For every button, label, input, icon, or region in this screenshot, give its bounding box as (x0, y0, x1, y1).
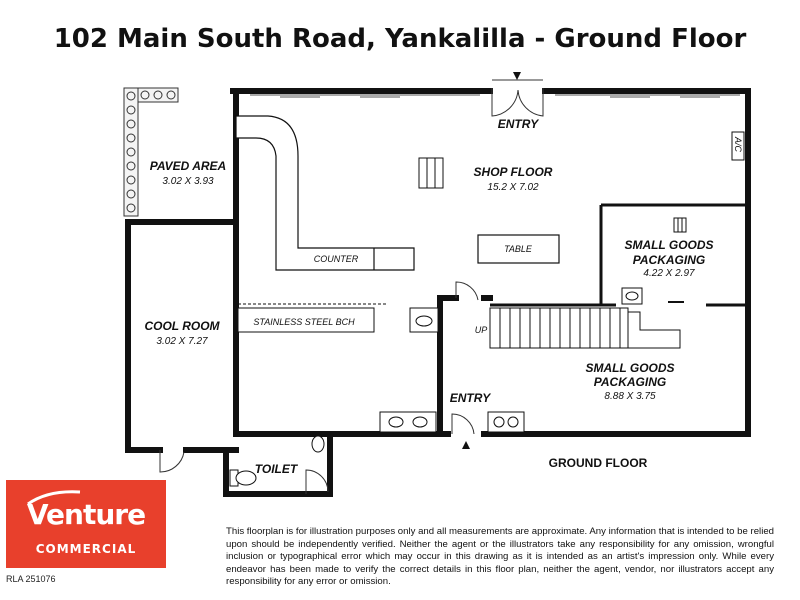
entry-arrow-top (513, 72, 521, 80)
shop-floor-dims: 15.2 X 7.02 (487, 182, 539, 193)
venture-commercial-logo: Venture COMMERCIAL (6, 480, 166, 568)
paved-area-label: PAVED AREA (150, 159, 226, 173)
small-goods-1-label-1: SMALL GOODS (624, 238, 713, 252)
ac-unit (731, 131, 745, 161)
entry-doors-top (491, 79, 544, 117)
small-goods-2-label-1: SMALL GOODS (585, 361, 674, 375)
stairs-up-label: UP (475, 325, 488, 335)
counter-label: COUNTER (314, 254, 359, 264)
small-goods-2-label-2: PACKAGING (594, 375, 666, 389)
counter (235, 115, 415, 271)
cool-room-label: COOL ROOM (144, 319, 220, 333)
table (477, 234, 560, 264)
entry-top-label: ENTRY (498, 117, 539, 131)
display-rack (418, 157, 687, 233)
toilet-fixture (229, 469, 257, 487)
paved-area-dims: 3.02 X 3.93 (162, 176, 214, 187)
logo-word: Venture (26, 498, 146, 531)
stainless-bench-label: STAINLESS STEEL BCH (253, 317, 355, 327)
partitions (490, 203, 748, 307)
cool-room-dims: 3.02 X 7.27 (156, 336, 208, 347)
small-goods-2-dims: 8.88 X 3.75 (604, 391, 656, 402)
stainless-bench (237, 303, 386, 333)
entry-bottom-label: ENTRY (450, 391, 491, 405)
shop-floor-label: SHOP FLOOR (474, 165, 553, 179)
entry-arrow-bottom (462, 441, 470, 449)
rla-number: RLA 251076 (6, 574, 56, 584)
logo-swoosh-icon (27, 490, 81, 506)
windows (250, 94, 740, 98)
interior-doors (159, 281, 684, 494)
page-title: 102 Main South Road, Yankalilla - Ground… (53, 24, 747, 54)
small-goods-1-label-2: PACKAGING (633, 253, 705, 267)
ground-floor-label: GROUND FLOOR (549, 456, 648, 470)
ac-label: A/C (733, 136, 743, 153)
small-goods-1-dims: 4.22 X 2.97 (643, 268, 695, 279)
garden-hedge (123, 87, 179, 217)
logo-sub: COMMERCIAL (35, 542, 137, 556)
sinks (311, 287, 643, 453)
table-label: TABLE (504, 244, 533, 254)
walls (125, 88, 751, 497)
stairs (489, 307, 681, 349)
disclaimer-text: This floorplan is for illustration purpo… (226, 526, 774, 587)
toilet-label: TOILET (255, 462, 299, 476)
